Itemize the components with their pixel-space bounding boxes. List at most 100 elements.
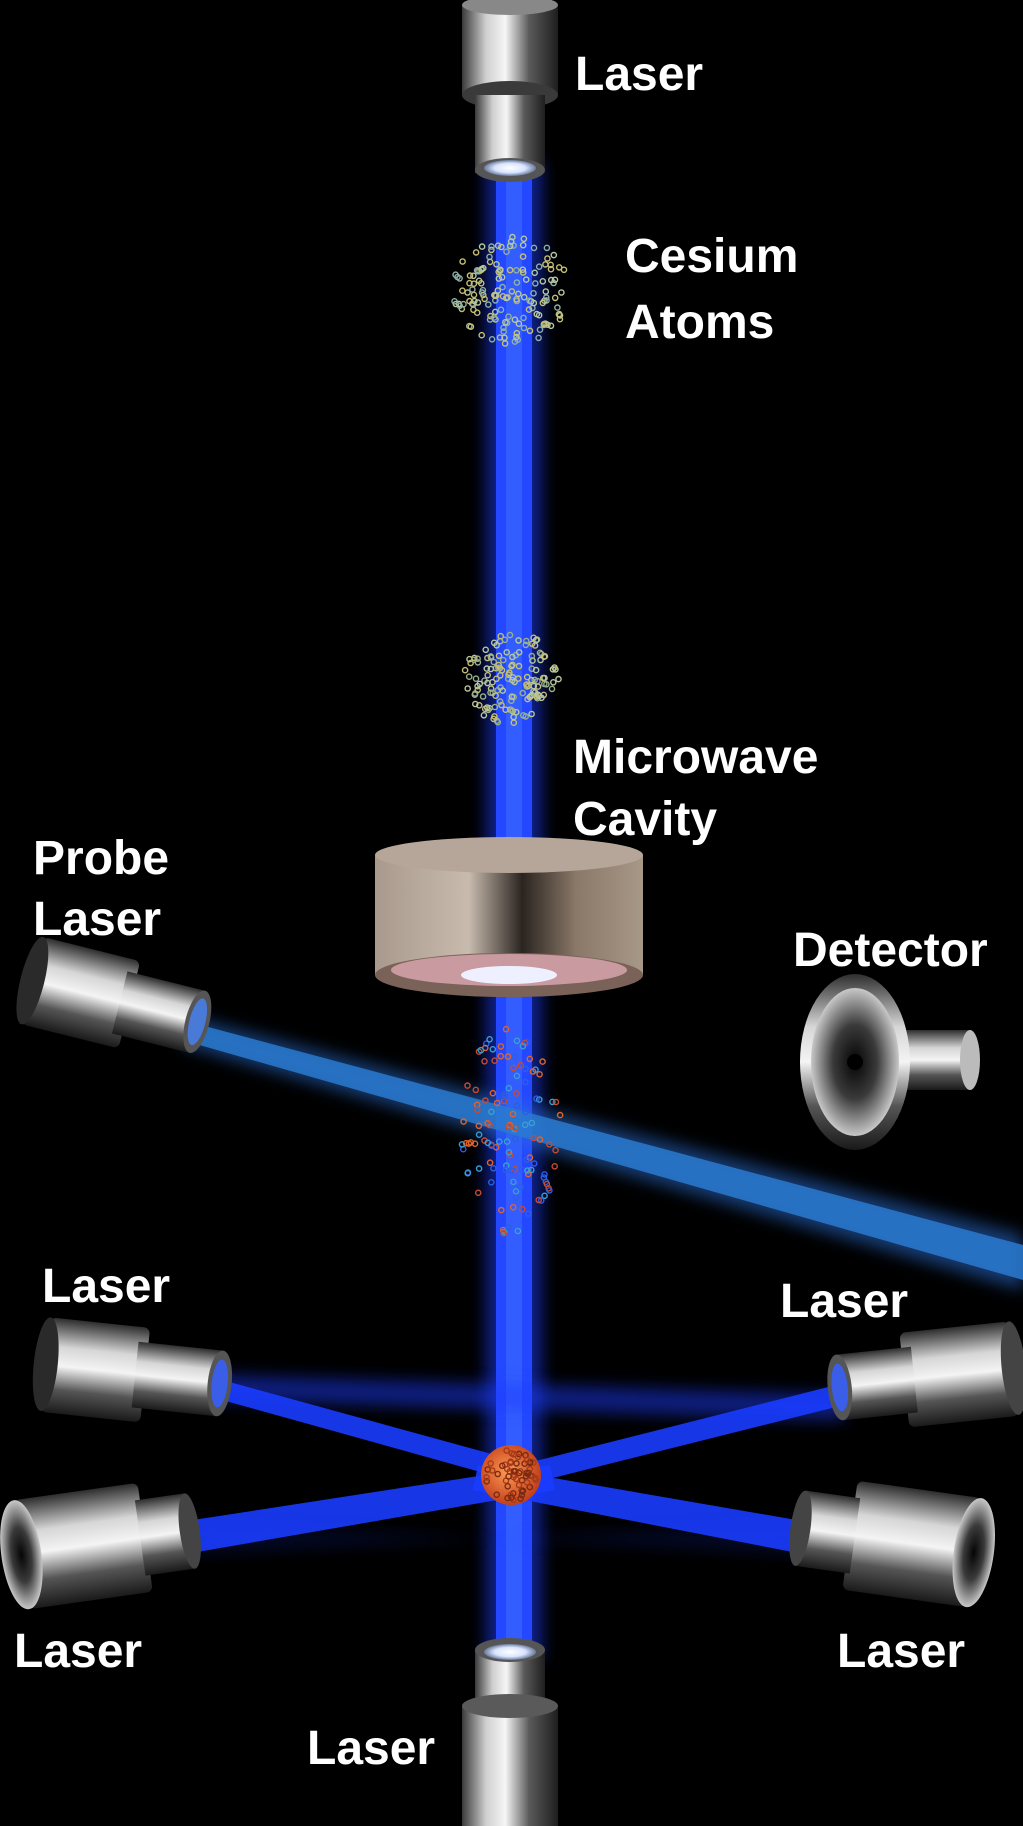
atom-dot	[555, 675, 562, 683]
atom-dot	[522, 641, 530, 649]
atom-dot	[509, 1110, 517, 1118]
atom-dot	[469, 286, 476, 293]
atom-dot	[507, 1459, 514, 1467]
atom-dot	[464, 1082, 471, 1089]
atom-dot	[511, 1165, 519, 1173]
atom-dot	[509, 233, 516, 241]
atom-dot	[506, 631, 514, 639]
atom-dot	[526, 1465, 534, 1473]
atom-dot	[493, 260, 500, 268]
atom-dot	[504, 1224, 512, 1231]
atom-dot	[549, 1098, 556, 1106]
microwave-cavity-label-line2: Cavity	[573, 793, 718, 846]
atom-dot	[515, 1469, 523, 1477]
atom-dot	[547, 322, 555, 330]
atom-dot	[472, 1086, 480, 1094]
cesium-atoms-label-line1: Cesium	[625, 230, 799, 283]
atom-dot	[508, 693, 516, 701]
atom-dot	[505, 1123, 512, 1130]
atom-dot	[535, 263, 543, 271]
atom-dot	[519, 689, 527, 697]
atom-dot	[482, 1040, 490, 1047]
atom-dot	[514, 1227, 522, 1235]
atom-dot	[470, 280, 478, 288]
atom-dot	[490, 658, 498, 666]
microwave-cavity	[375, 837, 643, 997]
atom-dot	[528, 652, 536, 660]
atom-dot	[513, 1072, 521, 1080]
atom-dot	[506, 266, 514, 274]
atom-dot	[499, 283, 506, 291]
atom-dot	[495, 1138, 503, 1145]
atom-dot	[503, 649, 511, 656]
atom-dot	[515, 290, 522, 298]
atom-dot	[481, 295, 488, 303]
atom-dot	[470, 656, 478, 664]
atom-dot	[474, 655, 481, 663]
atom-dot	[509, 1204, 517, 1211]
atom-dot	[495, 652, 503, 660]
atom-dot	[524, 1167, 531, 1174]
probe-laser-label-line2: Laser	[33, 893, 162, 946]
atom-dot	[513, 1090, 520, 1097]
atom-dot	[466, 272, 474, 279]
atom-dot	[523, 1156, 530, 1164]
atom-dot	[474, 1189, 482, 1197]
atom-dot	[531, 1474, 539, 1482]
microwave-cavity-label-line1: Microwave	[573, 731, 819, 784]
atom-dot	[544, 255, 551, 262]
atom-dot	[490, 715, 497, 723]
atom-dot	[489, 1089, 497, 1097]
atom-dot	[493, 1099, 501, 1107]
atom-dot	[522, 276, 530, 283]
atom-dot	[530, 289, 537, 297]
atom-dot	[536, 649, 544, 657]
atom-dot	[493, 675, 500, 683]
atom-dot	[459, 287, 466, 295]
atom-dot	[458, 1141, 466, 1148]
probe-laser-device	[16, 936, 212, 1053]
atom-dot	[466, 279, 473, 287]
atom-dot	[530, 244, 538, 252]
atom-dot	[549, 666, 557, 673]
atom-dot	[539, 1058, 546, 1065]
atom-dot	[519, 1488, 526, 1495]
atom-dot	[515, 1481, 523, 1489]
atom-dot	[530, 1459, 537, 1466]
atom-dot	[512, 1475, 520, 1483]
right-lower-laser-label: Laser	[837, 1625, 966, 1678]
atom-dot	[509, 661, 516, 669]
atom-dot	[547, 265, 555, 273]
atom-dot	[526, 327, 534, 335]
atom-dot	[511, 316, 519, 324]
atom-dot	[499, 656, 507, 664]
atom-dot	[483, 665, 491, 672]
atom-dot	[505, 1149, 513, 1156]
right-lower-laser-device	[789, 1481, 996, 1608]
atom-dot	[552, 1146, 559, 1154]
atom-dot	[497, 1043, 505, 1050]
atom-dot	[484, 679, 491, 687]
atom-dot	[500, 328, 508, 335]
atom-dot	[466, 297, 473, 305]
atom-dot	[475, 702, 483, 709]
atom-dot	[523, 673, 531, 681]
atom-dot	[495, 275, 503, 282]
atom-dot	[488, 246, 495, 254]
atom-dot	[487, 1460, 494, 1467]
atom-dot	[558, 289, 565, 296]
atom-dot	[471, 1140, 479, 1147]
atom-dot	[532, 636, 540, 644]
atom-dot	[482, 1097, 489, 1104]
atom-dot	[541, 1192, 548, 1200]
atom-dot	[556, 1111, 564, 1119]
atom-dot	[548, 685, 556, 693]
atom-dot	[478, 331, 486, 339]
atom-dot	[525, 1170, 532, 1178]
atom-dot	[541, 653, 549, 660]
atom-dot	[525, 1469, 532, 1477]
atom-dot	[478, 243, 486, 250]
atom-dot	[522, 1078, 529, 1086]
trapped-atoms-ball	[481, 1445, 541, 1505]
atom-dot	[494, 242, 502, 249]
